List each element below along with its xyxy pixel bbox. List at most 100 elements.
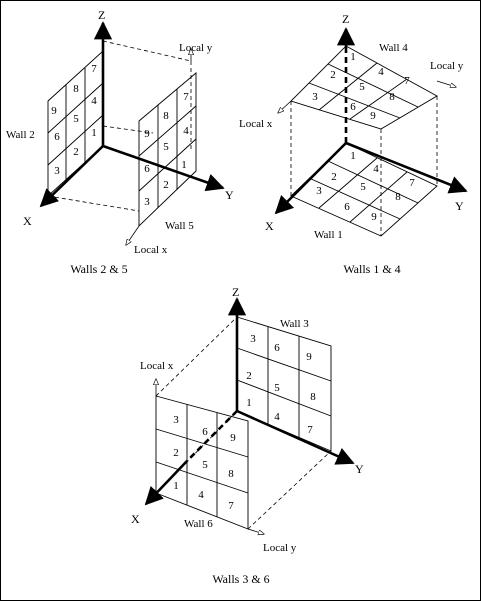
cell-number: 7 xyxy=(409,177,415,189)
panel-walls-2-5: 7 8 9 4 5 6 1 2 3 8 7 9 5 4 6 2 1 3 xyxy=(6,8,234,276)
cell-number: 3 xyxy=(54,165,60,177)
y-axis xyxy=(236,409,355,465)
cell-number: 4 xyxy=(198,489,204,501)
dashed-edge xyxy=(155,410,238,494)
cell-number: 1 xyxy=(350,51,356,63)
cell-number: 1 xyxy=(181,159,187,171)
cell-number: 8 xyxy=(395,191,401,203)
cell-number: 1 xyxy=(246,397,252,409)
x-axis-label: X xyxy=(265,219,274,233)
wall-5-label: Wall 5 xyxy=(165,220,194,232)
wall-3-label: Wall 3 xyxy=(280,318,309,330)
y-axis-label: Y xyxy=(225,188,234,202)
cell-number: 3 xyxy=(144,196,150,208)
wall-1-label: Wall 1 xyxy=(314,229,343,241)
cell-number: 5 xyxy=(163,141,169,153)
cell-number: 1 xyxy=(350,150,356,162)
wall-4-label: Wall 4 xyxy=(379,42,408,54)
cell-number: 8 xyxy=(228,468,234,480)
dashed-edge xyxy=(155,316,238,397)
wall-1-grid xyxy=(290,142,438,237)
cell-number: 8 xyxy=(389,91,395,103)
cell-number: 3 xyxy=(173,414,179,426)
cell-number: 6 xyxy=(144,163,150,175)
cell-number: 2 xyxy=(331,171,337,183)
z-axis-label: Z xyxy=(98,8,105,22)
y-axis-label: Y xyxy=(355,462,364,476)
local-x-label: Local x xyxy=(140,360,174,372)
x-axis xyxy=(144,460,188,506)
cell-number: 2 xyxy=(73,146,79,158)
cell-number: 7 xyxy=(228,500,234,512)
wall-5-cell-numbers: 8 7 9 5 4 6 2 1 3 xyxy=(144,91,189,208)
wall-3-cell-numbers: 3 6 9 2 5 8 1 4 7 xyxy=(246,333,316,436)
cell-number: 3 xyxy=(250,333,256,345)
z-axis-label: Z xyxy=(232,285,239,299)
caption-walls-2-5: Walls 2 & 5 xyxy=(70,262,127,276)
cell-number: 3 xyxy=(316,185,322,197)
cell-number: 7 xyxy=(183,91,189,103)
cell-number: 7 xyxy=(404,75,410,87)
cell-number: 6 xyxy=(54,131,60,143)
wall-4-grid xyxy=(290,45,438,130)
y-axis-label: Y xyxy=(455,199,464,213)
cell-number: 6 xyxy=(202,426,208,438)
dashed-edge xyxy=(47,195,140,212)
local-y-label: Local y xyxy=(430,60,464,72)
dashed-edge xyxy=(247,450,332,530)
cell-number: 4 xyxy=(91,95,97,107)
local-y-arrow xyxy=(436,80,456,87)
y-axis xyxy=(345,141,468,194)
wall-4-cell-numbers: 1 4 7 2 5 8 3 6 9 xyxy=(312,51,410,122)
x-axis xyxy=(39,145,104,208)
panel-walls-1-4: 1 4 7 2 5 8 3 6 9 1 4 7 2 5 8 3 6 9 xyxy=(239,12,468,276)
caption-walls-1-4: Walls 1 & 4 xyxy=(343,262,400,276)
cell-number: 8 xyxy=(310,391,316,403)
cell-number: 2 xyxy=(163,179,169,191)
local-y-label: Local y xyxy=(263,542,297,554)
cell-number: 5 xyxy=(359,81,365,93)
local-y-arrow xyxy=(247,528,264,534)
cell-number: 2 xyxy=(246,370,252,382)
local-y-label: Local y xyxy=(179,42,213,54)
cell-number: 6 xyxy=(344,201,350,213)
cell-number: 4 xyxy=(373,163,379,175)
cell-number: 9 xyxy=(371,211,377,223)
y-axis xyxy=(102,144,225,192)
x-axis-label: X xyxy=(131,512,140,526)
panel-walls-3-6: 3 6 9 2 5 8 1 4 7 3 6 9 2 5 8 1 4 7 xyxy=(131,285,364,586)
cell-number: 7 xyxy=(91,63,97,75)
cell-number: 9 xyxy=(51,105,57,117)
x-axis-label: X xyxy=(23,214,32,228)
cell-number: 9 xyxy=(230,432,236,444)
local-x-label: Local x xyxy=(239,118,273,130)
local-x-arrow xyxy=(126,225,140,245)
caption-walls-3-6: Walls 3 & 6 xyxy=(212,572,269,586)
cell-number: 3 xyxy=(312,91,318,103)
local-x-arrow xyxy=(278,100,292,113)
cell-number: 2 xyxy=(173,447,179,459)
wall-2-cell-numbers: 7 8 9 4 5 6 1 2 3 xyxy=(51,63,97,177)
cell-number: 9 xyxy=(144,128,150,140)
dashed-edge xyxy=(102,40,192,62)
cell-number: 5 xyxy=(274,382,280,394)
wall-6-label: Wall 6 xyxy=(184,518,213,530)
wall-6-cell-numbers: 3 6 9 2 5 8 1 4 7 xyxy=(173,414,236,512)
wall-1-cell-numbers: 1 4 7 2 5 8 3 6 9 xyxy=(316,150,415,223)
z-axis-label: Z xyxy=(342,12,349,26)
cell-number: 8 xyxy=(73,83,79,95)
cell-number: 9 xyxy=(306,351,312,363)
cell-number: 1 xyxy=(173,480,179,492)
cell-number: 7 xyxy=(307,424,313,436)
cell-number: 5 xyxy=(73,113,79,125)
dashed-edge xyxy=(102,125,154,134)
cell-number: 9 xyxy=(370,110,376,122)
cell-number: 5 xyxy=(202,459,208,471)
x-axis-hidden xyxy=(186,410,238,462)
cell-number: 4 xyxy=(378,66,384,78)
cell-number: 4 xyxy=(274,411,280,423)
x-axis xyxy=(274,142,347,215)
cell-number: 1 xyxy=(91,127,97,139)
